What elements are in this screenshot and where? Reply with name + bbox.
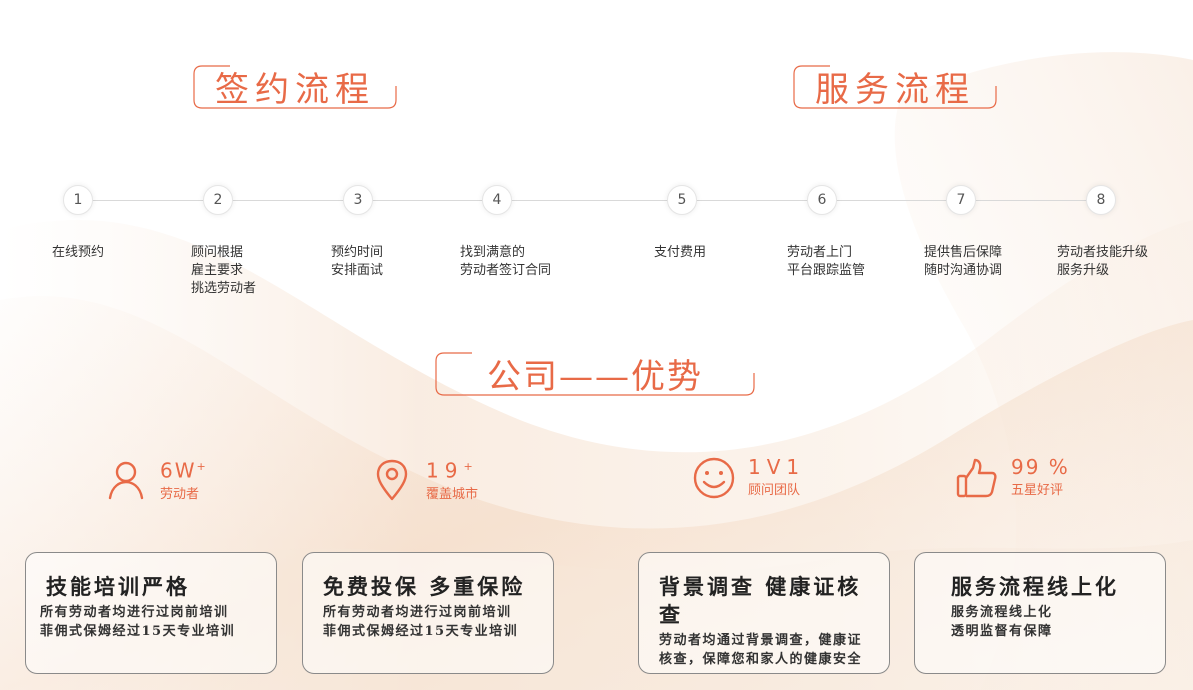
advantage-card-insurance: 免费投保 多重保险 所有劳动者均进行过岗前培训 菲佣式保姆经过15天专业培训 (302, 552, 554, 674)
title-frame-icon (435, 352, 755, 396)
card-description: 所有劳动者均进行过岗前培训 菲佣式保姆经过15天专业培训 (40, 605, 236, 639)
steps-timeline-line (78, 200, 1102, 201)
stat-value: 6W+ (160, 458, 206, 483)
stat-label: 覆盖城市 (426, 486, 479, 502)
step-text-1: 在线预约 (52, 245, 105, 260)
card-title: 服务流程线上化 (951, 574, 1119, 599)
stat-value: 1V1 (748, 455, 806, 479)
step-circle-4: 4 (482, 185, 512, 215)
advantage-card-online-service: 服务流程线上化 服务流程线上化 透明监督有保障 (914, 552, 1166, 674)
stat-label: 劳动者 (160, 486, 200, 502)
stat-label: 五星好评 (1011, 483, 1064, 498)
section-title-service-process: 服务流程 (790, 58, 1000, 114)
step-text-6: 劳动者上门 平台跟踪监管 (787, 245, 866, 278)
step-circle-2: 2 (203, 185, 233, 215)
step-text-8: 劳动者技能升级 服务升级 (1057, 245, 1149, 278)
service-process-title: 服务流程 (815, 69, 975, 110)
sign-process-title: 签约流程 (215, 69, 375, 110)
stat-value: 99 % (1011, 455, 1070, 479)
stat-workers: 6W+ 劳动者 (104, 456, 206, 504)
card-title: 免费投保 多重保险 (323, 574, 526, 599)
section-title-company-advantage: 公司——优势 (432, 345, 758, 401)
card-description: 服务流程线上化 透明监督有保障 (951, 605, 1053, 639)
title-frame-icon (193, 65, 397, 109)
thumbs-up-icon (955, 456, 999, 500)
section-title-sign-process: 签约流程 (190, 58, 400, 114)
smiley-icon (692, 456, 736, 500)
stat-rating: 99 % 五星好评 (955, 456, 1070, 500)
stat-value: 19+ (426, 458, 473, 483)
stat-cities: 19+ 覆盖城市 (370, 456, 478, 504)
step-circle-7: 7 (946, 185, 976, 215)
step-circle-3: 3 (343, 185, 373, 215)
advantage-card-training: 技能培训严格 所有劳动者均进行过岗前培训 菲佣式保姆经过15天专业培训 (25, 552, 277, 674)
step-text-4: 找到满意的 劳动者签订合同 (460, 245, 552, 278)
card-description: 所有劳动者均进行过岗前培训 菲佣式保姆经过15天专业培训 (323, 605, 519, 639)
step-text-3: 预约时间 安排面试 (331, 245, 384, 278)
step-text-2: 顾问根据 雇主要求 挑选劳动者 (191, 245, 257, 296)
person-icon (104, 458, 148, 502)
step-circle-5: 5 (667, 185, 697, 215)
company-advantage-title: 公司——优势 (487, 356, 703, 397)
card-title: 技能培训严格 (46, 574, 190, 599)
card-description: 劳动者均通过背景调查，健康证 核查，保障您和家人的健康安全 (659, 633, 863, 667)
title-frame-icon (793, 65, 997, 109)
stat-advisors: 1V1 顾问团队 (692, 456, 805, 500)
step-circle-1: 1 (63, 185, 93, 215)
stat-label: 顾问团队 (748, 483, 801, 498)
step-text-7: 提供售后保障 随时沟通协调 (924, 245, 1003, 278)
step-circle-6: 6 (807, 185, 837, 215)
card-title: 背景调查 健康证核查 (659, 574, 862, 627)
step-circle-8: 8 (1086, 185, 1116, 215)
location-pin-icon (370, 458, 414, 502)
step-text-5: 支付费用 (654, 245, 707, 260)
advantage-card-background-check: 背景调查 健康证核查 劳动者均通过背景调查，健康证 核查，保障您和家人的健康安全 (638, 552, 890, 674)
